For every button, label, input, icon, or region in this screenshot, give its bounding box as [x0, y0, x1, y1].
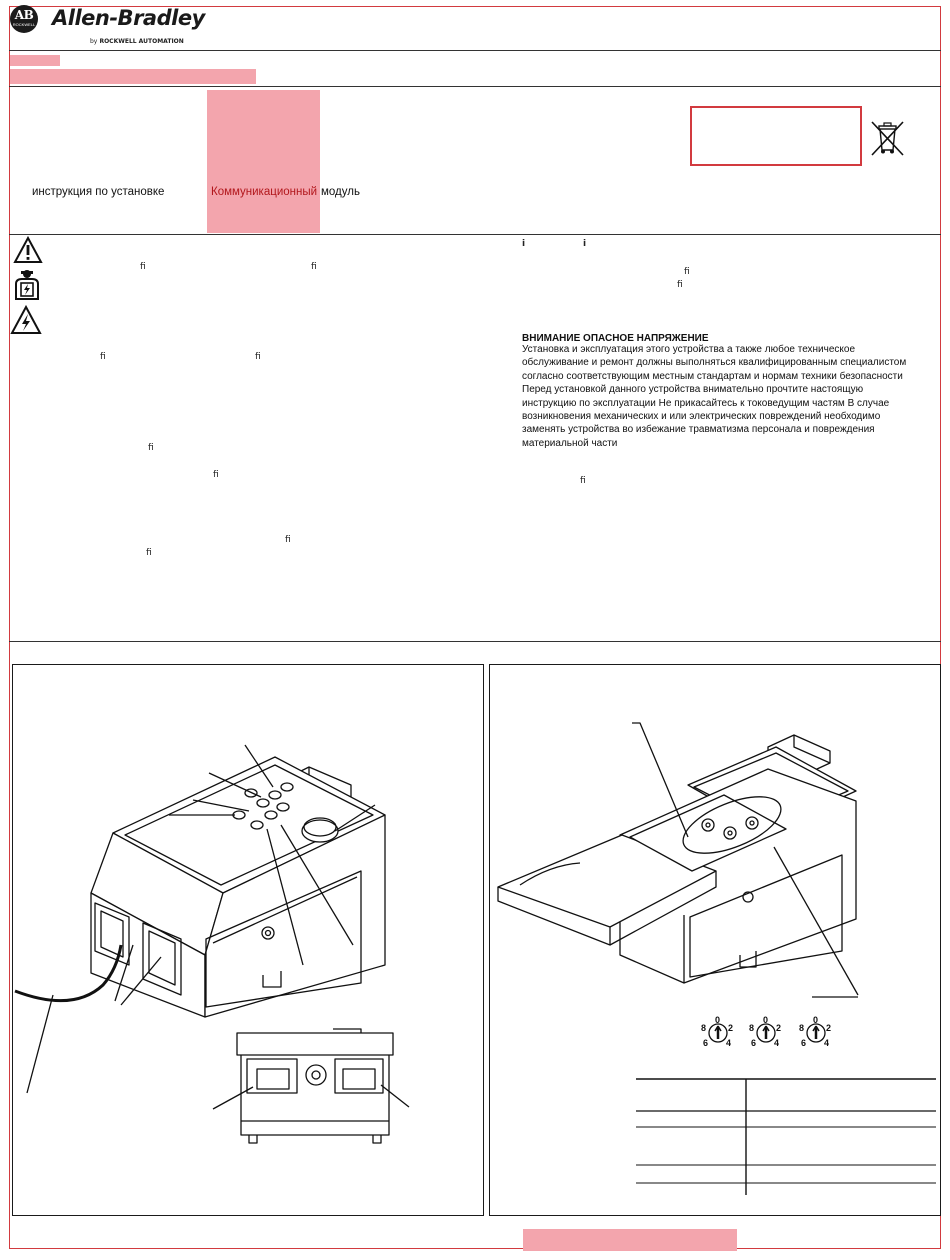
- ligature-glyph: ﬁ: [255, 352, 261, 362]
- ligature-glyph: ﬁ: [684, 267, 690, 277]
- switch1-right-top-digit: 2: [728, 1023, 733, 1033]
- switch2-right-top-digit: 2: [776, 1023, 781, 1033]
- warning-line: заменять устройства во избежание травмат…: [522, 424, 875, 436]
- switch3-left-bottom-digit: 6: [801, 1038, 806, 1048]
- ab-logo-icon: AB ROCKWELL: [10, 5, 38, 33]
- switch2-top-digit: 0: [763, 1015, 768, 1025]
- switch1-right-bottom-digit: 4: [726, 1038, 731, 1048]
- info-glyph: i: [583, 239, 587, 249]
- switch2-right-bottom-digit: 4: [774, 1038, 779, 1048]
- ligature-glyph: ﬁ: [140, 262, 146, 272]
- rotary-switch-digits: 0 8 2 6 4 0 8 2 6 4 0 8 2 6 4: [701, 1015, 831, 1048]
- module-front-figure: [12, 664, 484, 1216]
- doc-type-label: инструкция по установке: [32, 186, 165, 198]
- highlight-bar-long: [10, 69, 256, 84]
- ligature-glyph: ﬁ: [285, 535, 291, 545]
- module-open-drawing: 0 8 2 6 4 0 8 2 6 4 0 8 2 6 4: [497, 722, 936, 1195]
- switch2-left-bottom-digit: 6: [751, 1038, 756, 1048]
- warning-line: материальной части: [522, 437, 618, 449]
- warning-title: ВНИМАНИЕ ОПАСНОЕ НАПРЯЖЕНИЕ: [522, 333, 709, 344]
- switch1-left-top-digit: 8: [701, 1023, 706, 1033]
- switch3-top-digit: 0: [813, 1015, 818, 1025]
- ligature-glyph: ﬁ: [148, 443, 154, 453]
- qualified-personnel-icon: [15, 270, 39, 300]
- warning-line: обслуживание и ремонт должны выполняться…: [522, 357, 907, 369]
- ligature-glyph: ﬁ: [146, 548, 152, 558]
- module-open-figure: 0 8 2 6 4 0 8 2 6 4 0 8 2 6 4: [489, 664, 941, 1216]
- warning-line: инструкцию по эксплуатации Не прикасайте…: [522, 397, 890, 409]
- warning-body: Установка и эксплуатация этого устройств…: [522, 343, 932, 450]
- switch3-right-top-digit: 2: [826, 1023, 831, 1033]
- footer-highlight: [523, 1229, 737, 1251]
- brand-name: Allen-Bradley: [52, 6, 205, 30]
- warning-line: Перед установкой данного устройства вним…: [522, 384, 864, 396]
- ligature-glyph: ﬁ: [580, 476, 586, 486]
- highlight-column: [207, 90, 320, 233]
- ligature-glyph: ﬁ: [677, 280, 683, 290]
- switch1-left-bottom-digit: 6: [703, 1038, 708, 1048]
- ligature-glyph: ﬁ: [311, 262, 317, 272]
- weee-bin-icon: [871, 121, 904, 156]
- certification-box: [690, 106, 862, 166]
- title-top-divider: [9, 86, 941, 87]
- product-word-1: Коммуникационный: [211, 186, 318, 198]
- info-glyph: i: [522, 239, 526, 249]
- page-border: [9, 6, 941, 1249]
- warning-line: согласно соответствующим местным стандар…: [522, 370, 903, 382]
- warning-line: Установка и эксплуатация этого устройств…: [522, 344, 856, 355]
- switch3-right-bottom-digit: 4: [824, 1038, 829, 1048]
- warning-line: возникновения механических и или электри…: [522, 411, 881, 423]
- header-divider: [9, 50, 941, 51]
- body-top-divider: [9, 234, 941, 235]
- switch1-top-digit: 0: [715, 1015, 720, 1025]
- module-front-drawing: [14, 744, 410, 1144]
- switch2-left-top-digit: 8: [749, 1023, 754, 1033]
- figures-top-divider: [9, 641, 941, 642]
- product-word-2: модуль: [321, 186, 360, 198]
- ligature-glyph: ﬁ: [100, 352, 106, 362]
- highlight-bar-short: [10, 55, 60, 66]
- switch3-left-top-digit: 8: [799, 1023, 804, 1033]
- electric-shock-icon: [10, 305, 42, 334]
- ligature-glyph: ﬁ: [213, 470, 219, 480]
- warning-triangle-icon: [13, 236, 43, 263]
- brand-subtitle: by ROCKWELL AUTOMATION: [90, 38, 184, 45]
